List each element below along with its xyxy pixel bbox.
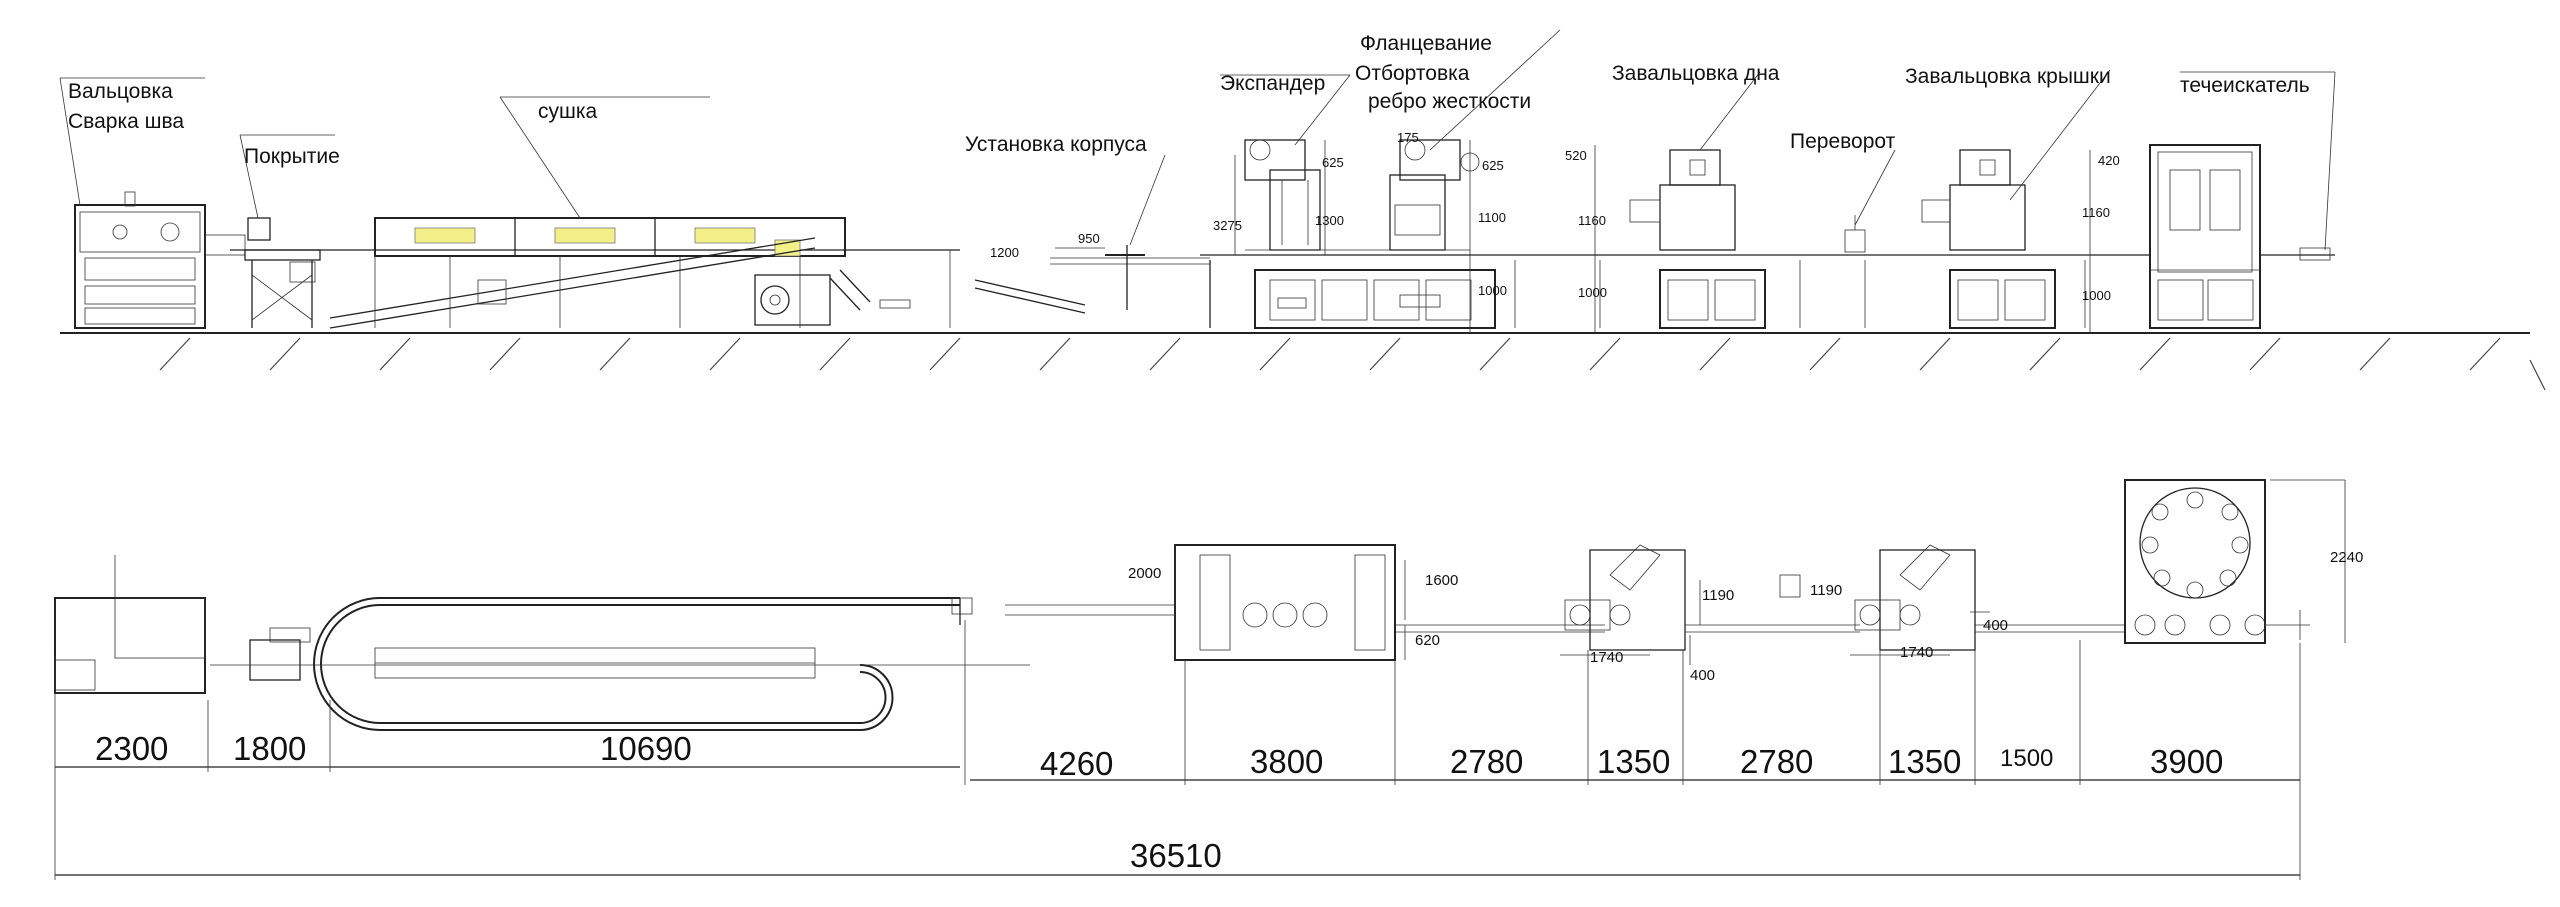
dim-1350-b: 1350 bbox=[1888, 743, 1961, 780]
dim-2300: 2300 bbox=[95, 730, 168, 767]
leak-tester-plan bbox=[2124, 479, 2310, 644]
dim-175: 175 bbox=[1397, 130, 1419, 145]
dim-1000-b: 1000 bbox=[1578, 285, 1607, 300]
dim-3275: 3275 bbox=[1213, 218, 1242, 233]
label-flanging: Фланцевание bbox=[1360, 32, 1492, 55]
dim-1000-a: 1000 bbox=[1478, 283, 1507, 298]
dim-1740-a: 1740 bbox=[1590, 649, 1623, 666]
label-leak-tester: течеискатель bbox=[2180, 74, 2310, 97]
dim-2240: 2240 bbox=[2330, 549, 2363, 566]
side-dim-lines bbox=[1055, 140, 2091, 333]
coating-plan bbox=[249, 639, 301, 681]
dim-625-left: 625 bbox=[1322, 155, 1344, 170]
dim-400-a: 400 bbox=[1690, 667, 1715, 684]
dim-2780-a: 2780 bbox=[1450, 743, 1523, 780]
dim-3900: 3900 bbox=[2150, 743, 2223, 780]
dim-total-36510: 36510 bbox=[1130, 837, 1222, 874]
label-body-install: Установка корпуса bbox=[965, 133, 1147, 156]
dim-950: 950 bbox=[1078, 231, 1100, 246]
dim-10690: 10690 bbox=[600, 730, 692, 767]
bottom-seaming-station bbox=[1505, 149, 2150, 329]
drying-oven bbox=[230, 217, 960, 329]
label-leaders bbox=[59, 29, 2336, 251]
dim-3800: 3800 bbox=[1250, 743, 1323, 780]
floor-hatching bbox=[159, 337, 2546, 391]
label-lid-seaming: Завальцовка крышки bbox=[1905, 65, 2111, 88]
dim-2000: 2000 bbox=[1128, 565, 1161, 582]
dim-1200: 1200 bbox=[990, 245, 1019, 260]
lid-seaming-plan bbox=[1854, 544, 2125, 651]
label-flip: Переворот bbox=[1790, 130, 1896, 153]
body-install-ramp bbox=[974, 245, 1210, 314]
lid-seaming-station bbox=[1921, 149, 2086, 329]
label-drying: сушка bbox=[538, 100, 597, 123]
dim-1300: 1300 bbox=[1315, 213, 1344, 228]
label-stiff-rib: ребро жесткости bbox=[1368, 90, 1531, 113]
dim-4260: 4260 bbox=[1040, 745, 1113, 782]
label-bottom-seaming: Завальцовка дна bbox=[1612, 62, 1780, 85]
leak-tester-machine bbox=[2149, 144, 2335, 329]
expander-flanging-plan bbox=[1005, 544, 1605, 661]
dim-420: 420 bbox=[2098, 153, 2120, 168]
dim-1500: 1500 bbox=[2000, 745, 2053, 772]
dim-1160-a: 1160 bbox=[1578, 213, 1606, 228]
plan-dim-lines bbox=[1174, 479, 2346, 665]
dryer-conveyor-loop bbox=[210, 597, 1030, 731]
dim-1190-b: 1190 bbox=[1810, 582, 1842, 599]
dim-520: 520 bbox=[1565, 148, 1587, 163]
dim-620: 620 bbox=[1415, 632, 1440, 649]
dim-1100: 1100 bbox=[1478, 210, 1506, 225]
label-beading: Отбортовка bbox=[1355, 62, 1470, 85]
plan-view: 2000 1600 620 1190 1190 1740 400 1740 40… bbox=[54, 479, 2363, 731]
dim-1740-b: 1740 bbox=[1900, 644, 1933, 661]
welder-plan bbox=[54, 597, 206, 694]
dim-1800: 1800 bbox=[233, 730, 306, 767]
label-coating: Покрытие bbox=[244, 145, 340, 168]
dim-1000-c: 1000 bbox=[2082, 288, 2111, 303]
dim-2780-b: 2780 bbox=[1740, 743, 1813, 780]
label-rolling: Вальцовка bbox=[68, 80, 173, 103]
coating-unit bbox=[244, 217, 321, 328]
expander-flanging-station bbox=[1200, 139, 1505, 329]
dim-625-right: 625 bbox=[1482, 158, 1504, 173]
dim-1600: 1600 bbox=[1425, 572, 1458, 589]
label-expander: Экспандер bbox=[1220, 72, 1325, 95]
dim-400-b: 400 bbox=[1983, 617, 2008, 634]
dim-1190-a: 1190 bbox=[1702, 587, 1734, 604]
dim-1160-b: 1160 bbox=[2082, 205, 2110, 220]
dimension-chain bbox=[54, 620, 2301, 880]
side-view: Вальцовка Сварка шва Покрытие сушка Уста… bbox=[59, 29, 2546, 391]
bottom-seaming-plan bbox=[1564, 544, 1860, 651]
dim-1350-a: 1350 bbox=[1597, 743, 1670, 780]
label-seam-welding: Сварка шва bbox=[68, 110, 184, 133]
welder-machine bbox=[74, 191, 246, 329]
